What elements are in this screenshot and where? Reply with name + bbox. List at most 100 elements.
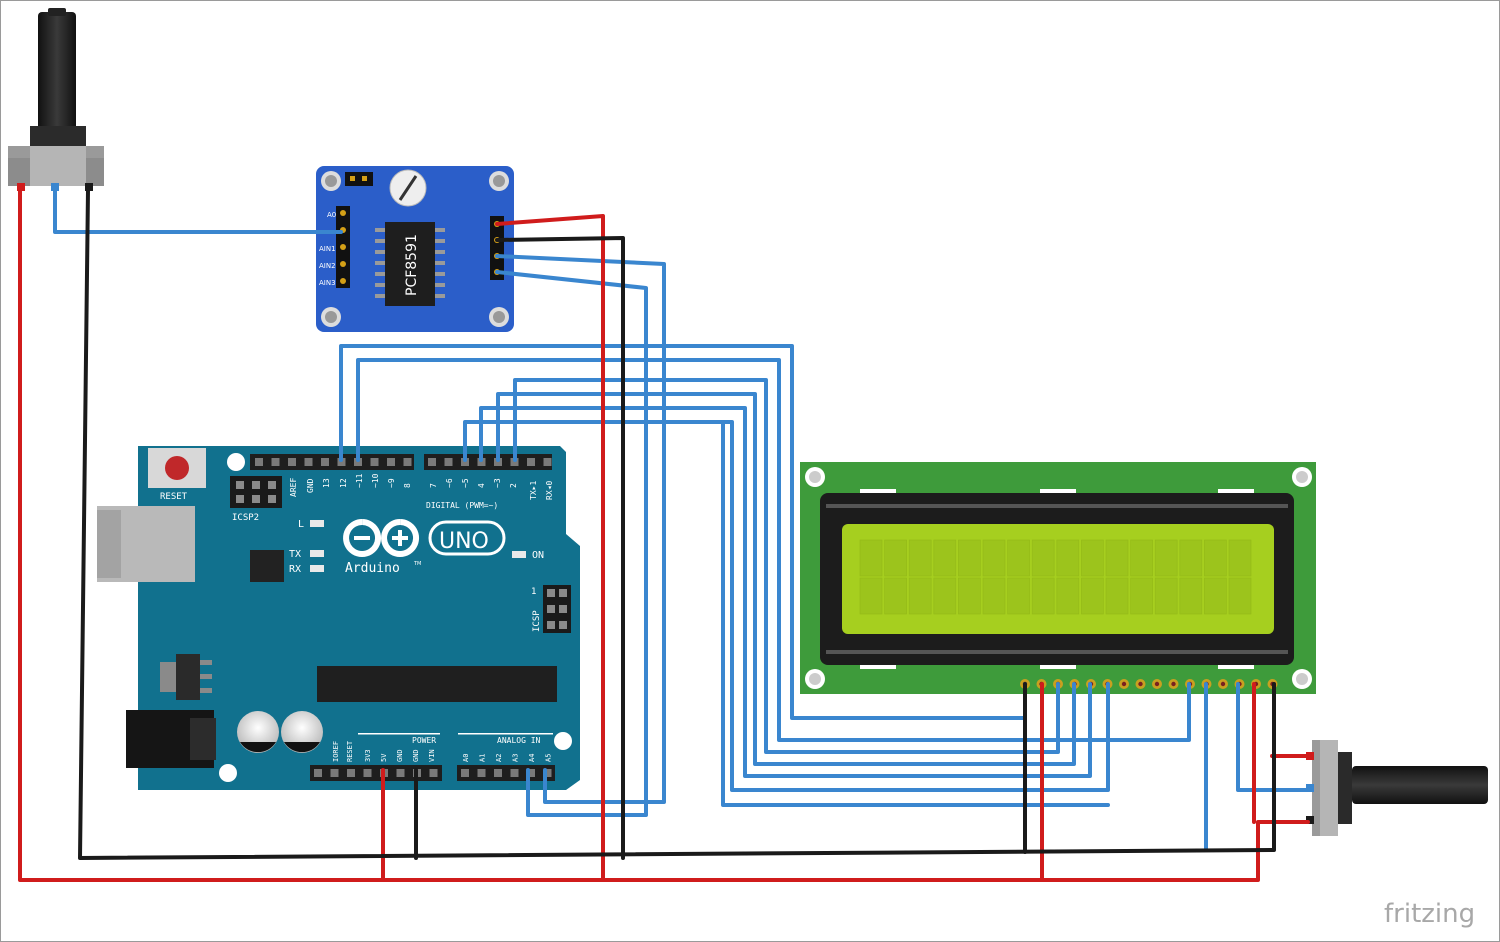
header-pin bbox=[403, 458, 412, 466]
reset-label: RESET bbox=[160, 492, 188, 502]
analog-pin-label: A1 bbox=[479, 754, 487, 762]
lcd-char-cell bbox=[1081, 539, 1104, 577]
header-pin bbox=[347, 769, 355, 777]
pcf-chip-label: PCF8591 bbox=[404, 234, 420, 296]
lcd-char-cell bbox=[933, 539, 957, 577]
lcd-char-cell bbox=[908, 539, 932, 577]
digital-pin-label: 13 bbox=[322, 478, 331, 488]
lcd-char-cell bbox=[1031, 577, 1055, 615]
pcf-pin-a0: A0 bbox=[327, 211, 336, 219]
lcd-pin-hole bbox=[1121, 681, 1127, 687]
header-pin bbox=[543, 769, 552, 777]
lcd-char-cell bbox=[958, 539, 981, 577]
lcd-char-cell bbox=[1179, 539, 1203, 577]
power-label: POWER bbox=[412, 736, 436, 745]
arduino-uno-board: RESET ICSP2 L TX RX ON UNO Arduino TM bbox=[97, 446, 580, 790]
header-pin bbox=[477, 769, 486, 777]
lcd-char-cell bbox=[1081, 577, 1104, 615]
analog-pin-label: A5 bbox=[545, 754, 553, 762]
lcd-char-cell bbox=[1105, 539, 1129, 577]
power-pin-label: GND bbox=[412, 749, 420, 762]
arduino-wordmark: Arduino bbox=[345, 561, 400, 576]
digital-pin-label: ~6 bbox=[445, 478, 454, 488]
lcd-pin-hole bbox=[1171, 681, 1176, 687]
header-pin bbox=[527, 458, 535, 466]
led-rx-label: RX bbox=[289, 564, 301, 575]
lcd-char-cell bbox=[908, 577, 932, 615]
header-pin bbox=[461, 769, 469, 777]
analog-pin-label: A2 bbox=[495, 754, 503, 762]
digital-pin-label: 7 bbox=[429, 483, 438, 488]
icsp-label: ICSP bbox=[532, 610, 542, 632]
lcd-char-cell bbox=[1154, 577, 1178, 615]
icsp-pin1-label: 1 bbox=[531, 587, 536, 597]
lcd-char-cell bbox=[1204, 539, 1227, 577]
header-pin bbox=[255, 458, 263, 466]
header-pin bbox=[288, 458, 296, 466]
icsp2-label: ICSP2 bbox=[232, 513, 259, 523]
potentiometer-left bbox=[8, 8, 104, 191]
digital-pin-label: TX▸1 bbox=[529, 481, 538, 500]
power-pin-label: 5V bbox=[380, 753, 388, 762]
header-pin bbox=[271, 458, 280, 466]
digital-pin-label: ~10 bbox=[371, 473, 380, 488]
digital-pin-label: 8 bbox=[403, 483, 412, 488]
lcd-char-cell bbox=[859, 539, 883, 577]
lcd-pin-hole bbox=[1220, 681, 1226, 687]
header-pin bbox=[337, 458, 346, 466]
led-l-label: L bbox=[298, 519, 304, 530]
digital-pin-label: 12 bbox=[339, 478, 348, 488]
digital-pin-label: 4 bbox=[477, 483, 486, 488]
header-pin bbox=[387, 458, 395, 466]
header-pin bbox=[494, 769, 502, 777]
lcd-char-cell bbox=[1007, 539, 1030, 577]
power-pin-label: IOREF bbox=[332, 741, 340, 762]
header-pin bbox=[510, 458, 519, 466]
lcd-char-cell bbox=[1130, 539, 1153, 577]
header-pin bbox=[370, 458, 379, 466]
analog-pin-label: A0 bbox=[462, 754, 470, 762]
wires-layer bbox=[18, 188, 1310, 882]
lcd-char-cell bbox=[1007, 577, 1030, 615]
lcd-char-cell bbox=[1179, 577, 1203, 615]
lcd-16x2-module bbox=[800, 462, 1316, 694]
lcd-char-cell bbox=[1228, 539, 1252, 577]
power-pin-label: GND bbox=[396, 749, 404, 762]
header-pin bbox=[444, 458, 453, 466]
analog-in-label: ANALOG IN bbox=[497, 736, 541, 745]
digital-pin-label: ~11 bbox=[355, 473, 364, 488]
header-pin bbox=[363, 769, 372, 777]
lcd-char-cell bbox=[1228, 577, 1252, 615]
power-pin-label: VIN bbox=[428, 749, 436, 762]
lcd-char-cell bbox=[884, 539, 907, 577]
lcd-char-cell bbox=[982, 577, 1006, 615]
potentiometer-right bbox=[1306, 740, 1488, 836]
header-pin bbox=[314, 769, 322, 777]
pcf-pin-ain2: AIN2 bbox=[319, 262, 336, 270]
header-pin bbox=[510, 769, 519, 777]
header-pin bbox=[429, 769, 438, 777]
lcd-char-cell bbox=[1105, 577, 1129, 615]
reset-button bbox=[148, 448, 206, 488]
lcd-char-cell bbox=[1056, 577, 1080, 615]
header-pin bbox=[543, 458, 552, 466]
lcd-char-cell bbox=[933, 577, 957, 615]
header-pin bbox=[396, 769, 405, 777]
trademark-label: TM bbox=[413, 561, 421, 567]
lcd-char-cell bbox=[1130, 577, 1153, 615]
arduino-logo bbox=[343, 519, 506, 557]
lcd-pin-hole bbox=[1138, 681, 1143, 687]
pcf-pin-ain3: AIN3 bbox=[319, 279, 336, 287]
lcd-char-cell bbox=[1031, 539, 1055, 577]
pcf8591-chip: PCF8591 bbox=[375, 222, 445, 306]
lcd-char-cell bbox=[859, 577, 883, 615]
lcd-char-cell bbox=[1204, 577, 1227, 615]
header-pin bbox=[527, 769, 535, 777]
uno-label: UNO bbox=[439, 529, 489, 554]
fritzing-watermark: fritzing bbox=[1384, 899, 1475, 929]
pcf-pin-ain1: AIN1 bbox=[319, 245, 336, 253]
digital-pin-label: RX◂0 bbox=[545, 481, 554, 500]
aref-label: AREF bbox=[289, 478, 298, 497]
atmega-chip bbox=[317, 666, 557, 702]
